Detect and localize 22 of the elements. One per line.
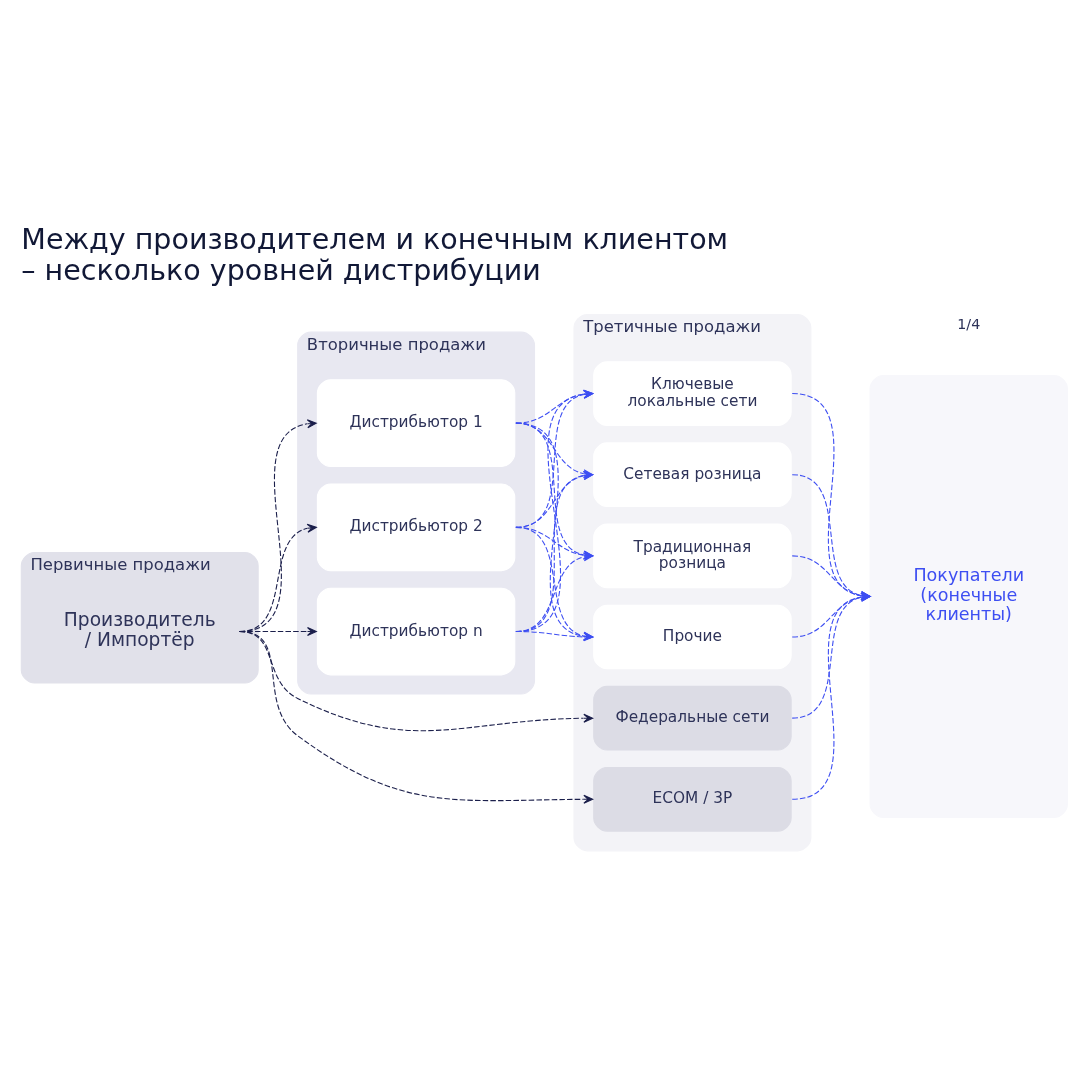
node-box: Дистрибьютор 1: [316, 378, 516, 467]
node-box: Прочие: [593, 604, 792, 669]
diagram-title: Между производителем и конечным клиентом – несколько уровней дистрибуции: [21, 222, 729, 287]
arrow: [791, 592, 871, 638]
node-box: ECOM / 3P: [593, 766, 792, 832]
node-box: Дистрибьютор n: [316, 587, 516, 675]
label: 1/4: [957, 315, 981, 332]
arrow: [515, 389, 594, 424]
arrow: [791, 392, 871, 600]
node-box: Дистрибьютор 2: [316, 482, 516, 571]
node-box: Федеральные сети: [593, 685, 792, 750]
node-text: Производитель / Импортёр: [63, 608, 216, 650]
arrow: [791, 592, 871, 800]
node-box: Покупатели (конечные клиенты): [869, 374, 1068, 818]
arrow: [791, 554, 871, 600]
arrow: [791, 473, 871, 600]
arrow: [239, 630, 594, 804]
node-box: Ключевые локальные сети: [593, 360, 792, 426]
node-box: Сетевая розница: [593, 441, 792, 507]
arrow: [791, 592, 871, 719]
arrow: [515, 630, 594, 641]
node-box: Традиционная розница: [593, 523, 792, 588]
